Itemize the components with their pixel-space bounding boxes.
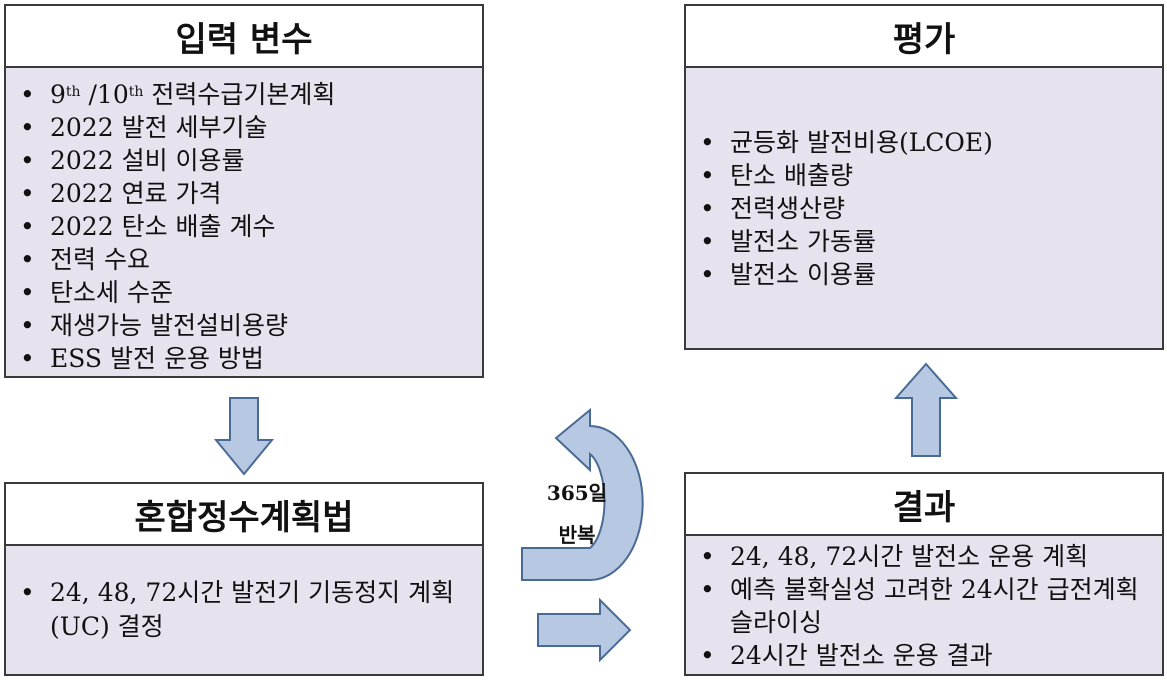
list-item: 24, 48, 72시간 발전소 운용 계획 — [686, 540, 1142, 573]
repeat-days-text: 365일 — [546, 481, 608, 505]
milp-list: 24, 48, 72시간 발전기 기동정지 계획(UC) 결정 — [6, 546, 482, 644]
list-item: 24, 48, 72시간 발전기 기동정지 계획(UC) 결정 — [6, 576, 468, 644]
list-item: 전력 수요 — [6, 243, 482, 276]
milp-box: 혼합정수계획법 24, 48, 72시간 발전기 기동정지 계획(UC) 결정 — [4, 482, 484, 676]
list-item: ESS 발전 운용 방법 — [6, 342, 482, 375]
list-item: 전력생산량 — [686, 192, 1162, 225]
evaluation-box: 평가 균등화 발전비용(LCOE) 탄소 배출량 전력생산량 발전소 가동률 발… — [684, 4, 1164, 350]
down-arrow — [213, 397, 275, 476]
list-item: 탄소 배출량 — [686, 159, 1162, 192]
evaluation-list: 균등화 발전비용(LCOE) 탄소 배출량 전력생산량 발전소 가동률 발전소 … — [686, 68, 1162, 291]
list-item: 예측 불확실성 고려한 24시간 급전계획 슬라이싱 — [686, 573, 1142, 639]
result-box: 결과 24, 48, 72시간 발전소 운용 계획 예측 불확실성 고려한 24… — [684, 472, 1164, 676]
right-arrow — [537, 597, 632, 663]
list-item: 재생가능 발전설비용량 — [6, 309, 482, 342]
evaluation-title: 평가 — [686, 6, 1162, 68]
list-item: 발전소 가동률 — [686, 225, 1162, 258]
list-item: 2022 발전 세부기술 — [6, 111, 482, 144]
up-arrow — [893, 362, 959, 457]
loop-arrow — [521, 407, 644, 581]
list-item: 24시간 발전소 운용 결과 — [686, 639, 1142, 672]
list-item: 발전소 이용률 — [686, 258, 1162, 291]
input-variables-list: 9th /10th 전력수급기본계획 2022 발전 세부기술 2022 설비 … — [6, 68, 482, 375]
input-variables-box: 입력 변수 9th /10th 전력수급기본계획 2022 발전 세부기술 20… — [4, 4, 484, 378]
list-item: 탄소세 수준 — [6, 276, 482, 309]
list-item: 2022 설비 이용률 — [6, 144, 482, 177]
list-item: 균등화 발전비용(LCOE) — [686, 126, 1162, 159]
list-item: 2022 연료 가격 — [6, 177, 482, 210]
milp-title: 혼합정수계획법 — [6, 484, 482, 546]
result-list: 24, 48, 72시간 발전소 운용 계획 예측 불확실성 고려한 24시간 … — [686, 536, 1162, 672]
repeat-label: 365일 반복 — [532, 480, 622, 548]
list-item: 2022 탄소 배출 계수 — [6, 210, 482, 243]
repeat-text: 반복 — [558, 523, 596, 547]
list-item: 9th /10th 전력수급기본계획 — [6, 78, 482, 111]
result-title: 결과 — [686, 474, 1162, 536]
input-variables-title: 입력 변수 — [6, 6, 482, 68]
